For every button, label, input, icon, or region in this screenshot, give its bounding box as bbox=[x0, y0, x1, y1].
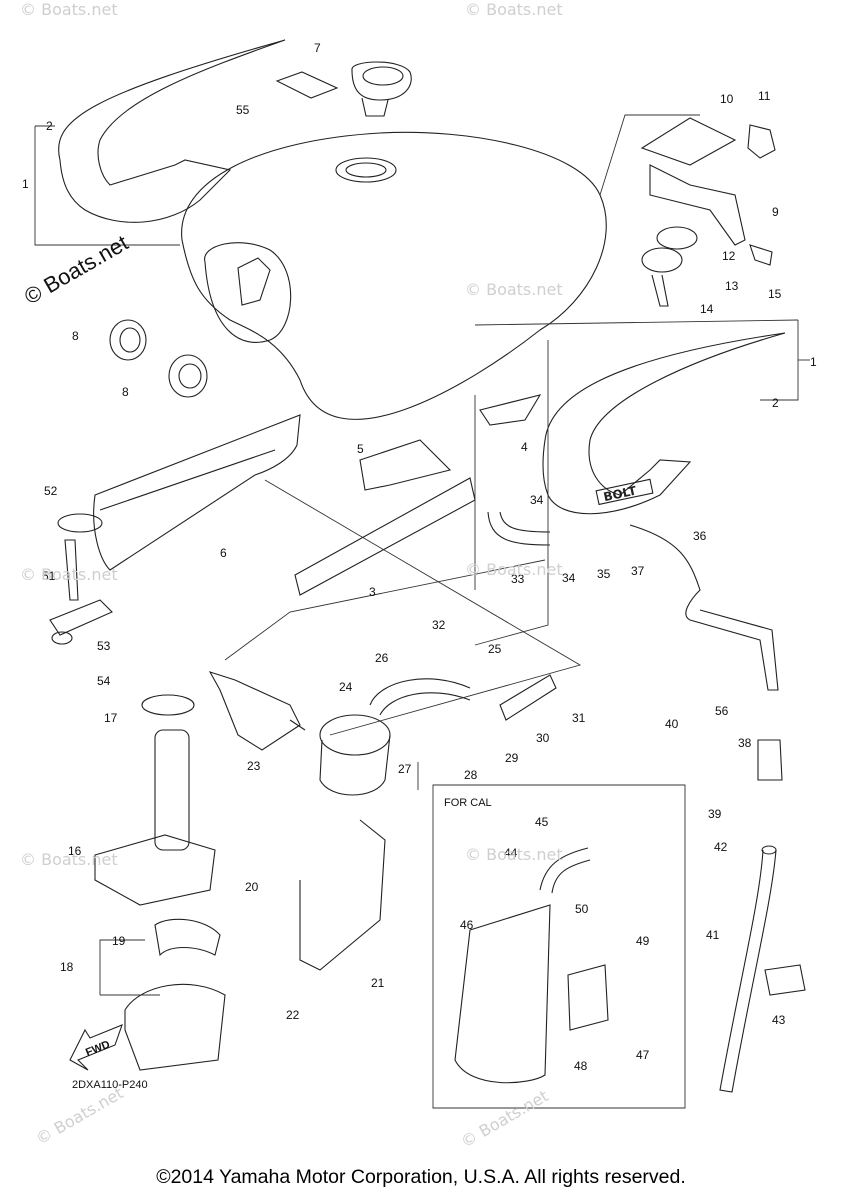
parts-linework bbox=[49, 39, 806, 1093]
callout-1: 1 bbox=[22, 177, 29, 191]
callout-47: 47 bbox=[636, 1048, 650, 1062]
callout-7: 7 bbox=[314, 41, 321, 55]
callout-13: 13 bbox=[725, 279, 739, 293]
callout-36: 36 bbox=[693, 529, 707, 543]
callout-21: 21 bbox=[371, 976, 385, 990]
callout-39: 39 bbox=[708, 807, 722, 821]
callout-23: 23 bbox=[247, 759, 261, 773]
callout-10: 10 bbox=[720, 92, 734, 106]
callout-16: 16 bbox=[68, 844, 82, 858]
callout-12: 12 bbox=[722, 249, 736, 263]
callout-40: 40 bbox=[665, 717, 679, 731]
callout-8: 8 bbox=[72, 329, 79, 343]
callout-24: 24 bbox=[339, 680, 353, 694]
callout-34: 34 bbox=[562, 571, 576, 585]
watermark-text: © Boats.net bbox=[465, 0, 563, 19]
fwd-label: FWD bbox=[84, 1039, 112, 1060]
callout-8: 8 bbox=[122, 385, 129, 399]
callout-31: 31 bbox=[572, 711, 586, 725]
emblem-text: BOLT bbox=[602, 483, 638, 504]
callout-32: 32 bbox=[432, 618, 446, 632]
callout-30: 30 bbox=[536, 731, 550, 745]
watermark-text: © Boats.net bbox=[20, 850, 118, 869]
callout-22: 22 bbox=[286, 1008, 300, 1022]
watermark-text: © Boats.net bbox=[465, 560, 563, 579]
callout-37: 37 bbox=[631, 564, 645, 578]
callout-18: 18 bbox=[60, 960, 74, 974]
callout-52: 52 bbox=[44, 484, 58, 498]
callout-42: 42 bbox=[714, 840, 728, 854]
callout-43: 43 bbox=[772, 1013, 786, 1027]
callout-5: 5 bbox=[357, 442, 364, 456]
watermarks: © Boats.net © Boats.net © Boats.net © Boats… bbox=[20, 0, 563, 1151]
callout-3: 3 bbox=[369, 585, 376, 599]
callout-34: 34 bbox=[530, 493, 544, 507]
callout-4: 4 bbox=[521, 440, 528, 454]
callout-25: 25 bbox=[488, 642, 502, 656]
callout-2: 2 bbox=[772, 396, 779, 410]
callout-27: 27 bbox=[398, 762, 412, 776]
callout-53: 53 bbox=[97, 639, 111, 653]
callout-17: 17 bbox=[104, 711, 118, 725]
watermark-text: © Boats.net bbox=[20, 565, 118, 584]
callout-20: 20 bbox=[245, 880, 259, 894]
callout-29: 29 bbox=[505, 751, 519, 765]
callout-55: 55 bbox=[236, 103, 250, 117]
callout-33: 33 bbox=[511, 572, 525, 586]
watermark-text: © Boats.net bbox=[33, 1083, 127, 1148]
for-cal-label: FOR CAL bbox=[444, 797, 492, 809]
watermark-text: © Boats.net bbox=[465, 845, 563, 864]
callout-54: 54 bbox=[97, 674, 111, 688]
callout-15: 15 bbox=[768, 287, 782, 301]
callout-44: 44 bbox=[504, 846, 518, 860]
watermark-main: © Boats.net bbox=[20, 230, 132, 309]
watermark-text: © Boats.net bbox=[20, 0, 118, 19]
callout-51: 51 bbox=[42, 569, 56, 583]
callout-26: 26 bbox=[375, 651, 389, 665]
callout-11: 11 bbox=[758, 89, 771, 103]
callout-50: 50 bbox=[575, 902, 589, 916]
callout-38: 38 bbox=[738, 736, 752, 750]
callout-45: 45 bbox=[535, 815, 549, 829]
callout-14: 14 bbox=[700, 302, 714, 316]
callout-1: 1 bbox=[810, 355, 817, 369]
callout-49: 49 bbox=[636, 934, 650, 948]
callout-48: 48 bbox=[574, 1059, 588, 1073]
watermark-text: © Boats.net bbox=[458, 1086, 552, 1151]
callout-9: 9 bbox=[772, 205, 779, 219]
watermark-text: © Boats.net bbox=[465, 280, 563, 299]
copyright-notice: ©2014 Yamaha Motor Corporation, U.S.A. A… bbox=[156, 1166, 686, 1188]
callout-19: 19 bbox=[112, 934, 126, 948]
callout-41: 41 bbox=[706, 928, 720, 942]
callout-28: 28 bbox=[464, 768, 478, 782]
callout-2: 2 bbox=[46, 119, 53, 133]
leader-lines bbox=[34, 114, 810, 1109]
callout-35: 35 bbox=[597, 567, 611, 581]
callout-46: 46 bbox=[460, 918, 474, 932]
callout-6: 6 bbox=[220, 546, 227, 560]
diagram-code: 2DXA110-P240 bbox=[72, 1079, 148, 1091]
callout-56: 56 bbox=[715, 704, 729, 718]
